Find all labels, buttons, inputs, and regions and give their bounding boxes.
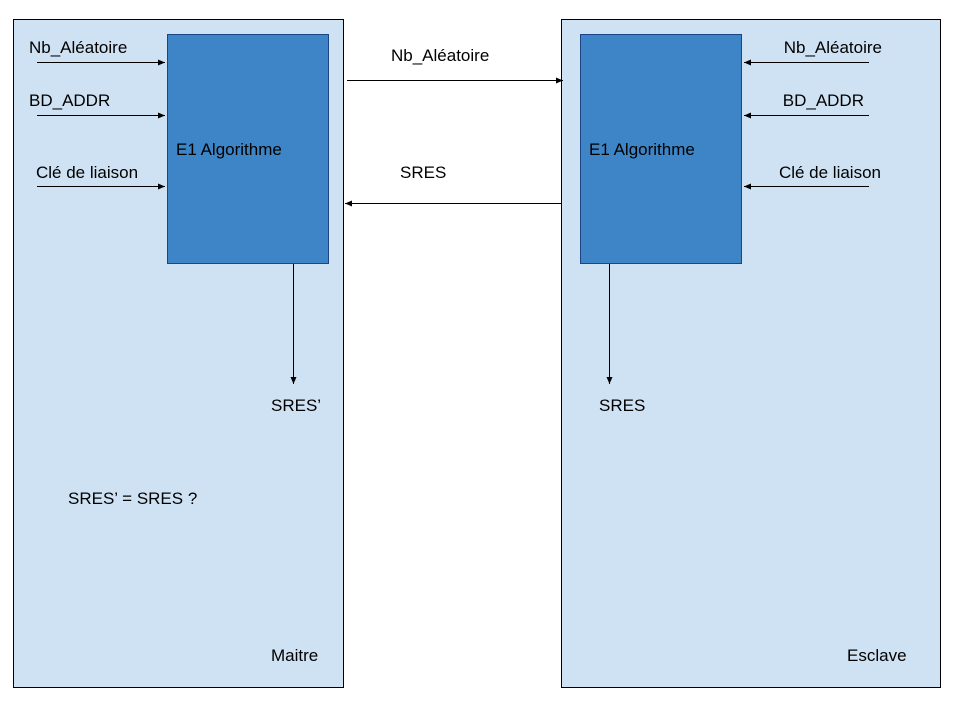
slave-e1-block — [580, 34, 742, 264]
master-panel-title: Maitre — [271, 646, 318, 665]
slave-output-label: SRES — [599, 396, 645, 415]
master-e1-block — [167, 34, 329, 264]
slave-block-label: E1 Algorithme — [589, 140, 695, 159]
master-random-label: Nb_Aléatoire — [29, 38, 127, 57]
exchange-sres-label: SRES — [400, 163, 446, 182]
master-output-label: SRES’ — [271, 396, 321, 415]
comparison-label: SRES’ = SRES ? — [68, 489, 197, 508]
slave-link-key-label: Clé de liaison — [779, 163, 881, 182]
slave-panel-title: Esclave — [847, 646, 907, 665]
master-block-label: E1 Algorithme — [176, 140, 282, 159]
exchange-random-label: Nb_Aléatoire — [391, 46, 489, 65]
master-link-key-label: Clé de liaison — [36, 163, 138, 182]
slave-address-label: BD_ADDR — [783, 91, 864, 110]
master-address-label: BD_ADDR — [29, 91, 110, 110]
slave-random-label: Nb_Aléatoire — [784, 38, 882, 57]
